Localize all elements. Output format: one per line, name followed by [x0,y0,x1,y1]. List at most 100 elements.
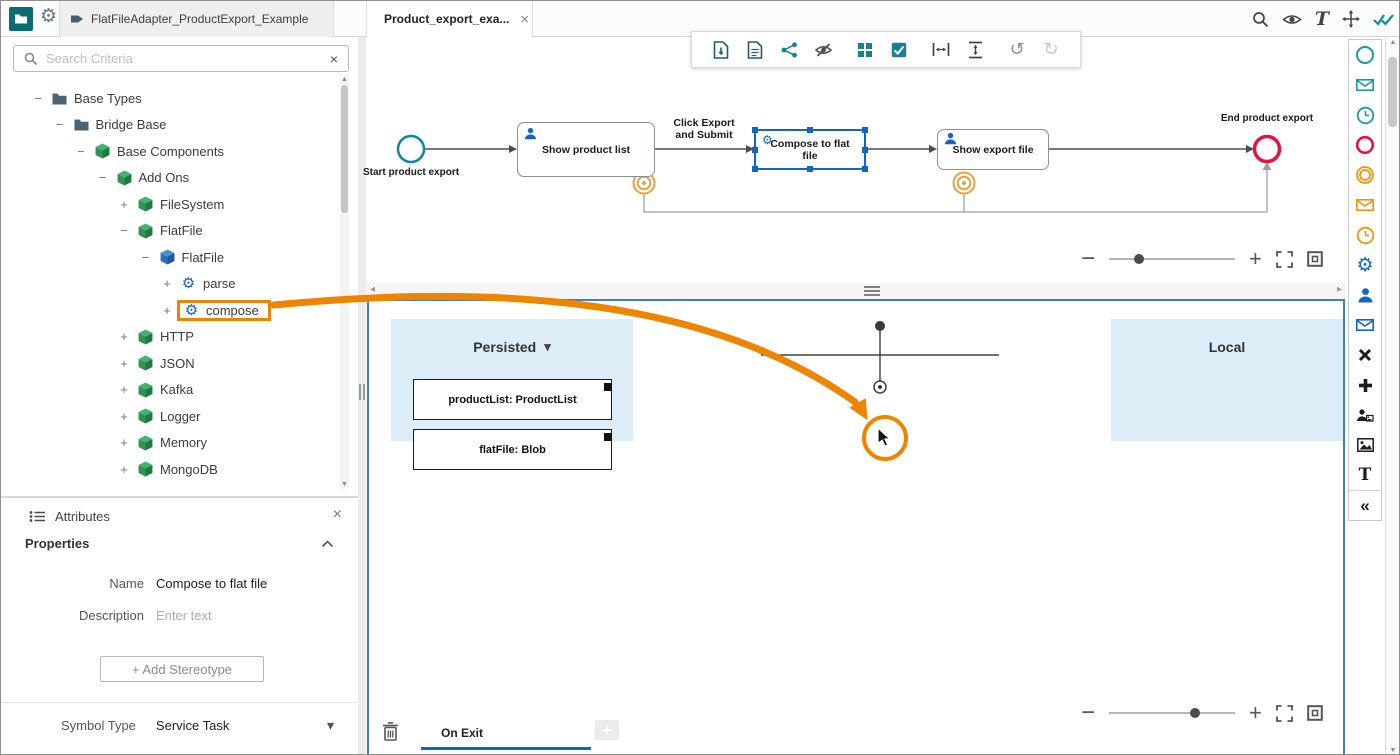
distribute-horizontal-icon[interactable] [924,42,958,57]
zoom-out-button[interactable]: − [1081,699,1096,726]
share-icon[interactable] [772,41,806,58]
scroll-up-icon[interactable]: ▲ [341,76,348,83]
search-icon[interactable] [1252,11,1269,28]
task-show-export-file[interactable]: Show export file [937,129,1049,170]
connector-port[interactable] [604,383,612,391]
palette-send-task[interactable] [1349,310,1381,340]
tree-item-memory[interactable]: +Memory [1,430,341,457]
undo-icon[interactable]: ↺ [1009,39,1025,60]
palette-add-plus-icon[interactable] [1349,370,1381,400]
expand-node-icon[interactable]: + [120,196,128,212]
tab-on-exit[interactable]: On Exit [421,718,591,750]
start-event[interactable] [396,134,426,164]
scroll-up-icon[interactable]: ▲ [1389,39,1397,46]
zoom-in-button[interactable]: + [1249,700,1262,725]
expand-node-icon[interactable]: + [120,382,128,398]
window-scrollbar[interactable]: ▲ ▼ [1385,37,1399,754]
tree-item-parse[interactable]: +⚙parse [1,271,341,298]
fullscreen-icon[interactable] [1275,250,1293,268]
symbol-type-value[interactable]: Service Task [155,717,230,733]
collapse-node-icon[interactable]: − [55,117,64,133]
export-diagram-icon[interactable] [704,40,738,59]
trash-icon[interactable] [382,722,399,746]
description-field[interactable] [156,607,316,623]
tree-item-mongodb[interactable]: +MongoDB [1,456,341,483]
collapse-node-icon[interactable]: − [34,90,42,106]
tree-item-add-ons[interactable]: −Add Ons [1,165,341,192]
fit-to-screen-icon[interactable] [1307,705,1323,721]
collapse-node-icon[interactable]: − [98,170,107,186]
scroll-down-icon[interactable]: ▼ [341,481,348,488]
collapse-node-icon[interactable]: − [120,223,128,239]
chevron-up-icon[interactable] [321,539,334,548]
palette-intermediate-event[interactable] [1349,160,1381,190]
tree-item-filesystem[interactable]: +FileSystem [1,191,341,218]
document-tab[interactable]: Product_export_exa... × [366,1,533,37]
zoom-out-button[interactable]: − [1081,245,1096,272]
divider-handle[interactable] [864,286,880,296]
callback-flow[interactable] [643,164,1268,213]
end-event[interactable] [1252,134,1282,164]
add-tab-button[interactable]: + [595,720,619,740]
zoom-slider[interactable] [1109,254,1236,264]
callback-marker-icon[interactable] [952,171,976,195]
collapse-node-icon[interactable]: − [77,143,85,159]
variable-productlist[interactable]: productList: ProductList [413,379,612,420]
palette-text-annotation[interactable]: T [1349,460,1381,490]
tree-item-kafka[interactable]: +Kafka [1,377,341,404]
fullscreen-icon[interactable] [1275,704,1293,722]
document-icon[interactable] [738,40,772,59]
local-block[interactable]: Local [1111,319,1343,441]
palette-user-task[interactable] [1349,280,1381,310]
tree-item-base-components[interactable]: −Base Components [1,138,341,165]
scroll-right-icon[interactable]: ▸ [1336,284,1342,295]
palette-service-task[interactable]: ⚙ [1349,250,1381,280]
validate-check-icon[interactable] [1373,12,1395,26]
expand-node-icon[interactable]: + [163,276,171,292]
text-tool-icon[interactable]: T [1314,8,1329,30]
project-tab[interactable]: FlatFileAdapter_ProductExport_Example [59,1,334,37]
distribute-vertical-icon[interactable] [958,41,992,59]
expand-node-icon[interactable]: + [120,355,128,371]
collapse-node-icon[interactable]: − [141,249,150,265]
tree-item-flatfile[interactable]: −FlatFile [1,244,341,271]
scrollbar-thumb[interactable] [341,85,348,213]
task-compose-to-flat-file[interactable]: ⚙ Compose to flat file [752,127,868,172]
tree-item-json[interactable]: +JSON [1,350,341,377]
redo-icon[interactable]: ↻ [1043,39,1059,60]
expand-node-icon[interactable]: + [120,435,128,451]
fit-to-screen-icon[interactable] [1307,251,1323,267]
clear-search-icon[interactable]: × [329,50,338,67]
zoom-in-button[interactable]: + [1249,246,1262,271]
hide-elements-eye-off-icon[interactable] [806,42,840,58]
pan-move-icon[interactable] [1342,10,1360,28]
tree-scrollbar[interactable]: ▲ ▼ [340,75,349,489]
palette-message-intermediate-event[interactable] [1349,190,1381,220]
expand-node-icon[interactable]: + [163,302,171,318]
palette-actor-image-icon[interactable] [1349,400,1381,430]
tree-item-logger[interactable]: +Logger [1,403,341,430]
tree-item-base-types[interactable]: −Base Types [1,85,341,112]
panel-divider-vertical[interactable] [358,37,366,754]
variable-flatfile[interactable]: flatFile: Blob [413,429,612,470]
palette-image-icon[interactable] [1349,430,1381,460]
tree-item-bridge-base[interactable]: −Bridge Base [1,112,341,139]
validate-checkbox-icon[interactable] [882,42,916,58]
scroll-down-icon[interactable]: ▼ [1389,747,1397,754]
search-input[interactable] [46,51,322,66]
folder-button[interactable] [9,7,33,31]
scroll-left-icon[interactable]: ◂ [370,284,376,295]
divider-handle[interactable] [359,384,365,400]
palette-delete-x-icon[interactable] [1349,340,1381,370]
mapping-diagram-canvas[interactable]: Persisted ▾ productList: ProductList fla… [367,299,1345,754]
panel-divider-horizontal[interactable]: ◂ ▸ [366,283,1346,299]
palette-timer-intermediate-event[interactable] [1349,220,1381,250]
close-tab-icon[interactable]: × [520,10,530,28]
visibility-eye-icon[interactable] [1282,13,1302,26]
grid-layout-icon[interactable] [848,42,882,58]
close-attributes-icon[interactable]: × [332,506,342,523]
palette-message-start-event[interactable] [1349,70,1381,100]
tree-item-compose[interactable]: +⚙compose [1,297,341,324]
zoom-slider-handle[interactable] [1134,254,1145,264]
scrollbar-thumb[interactable] [1388,57,1397,127]
